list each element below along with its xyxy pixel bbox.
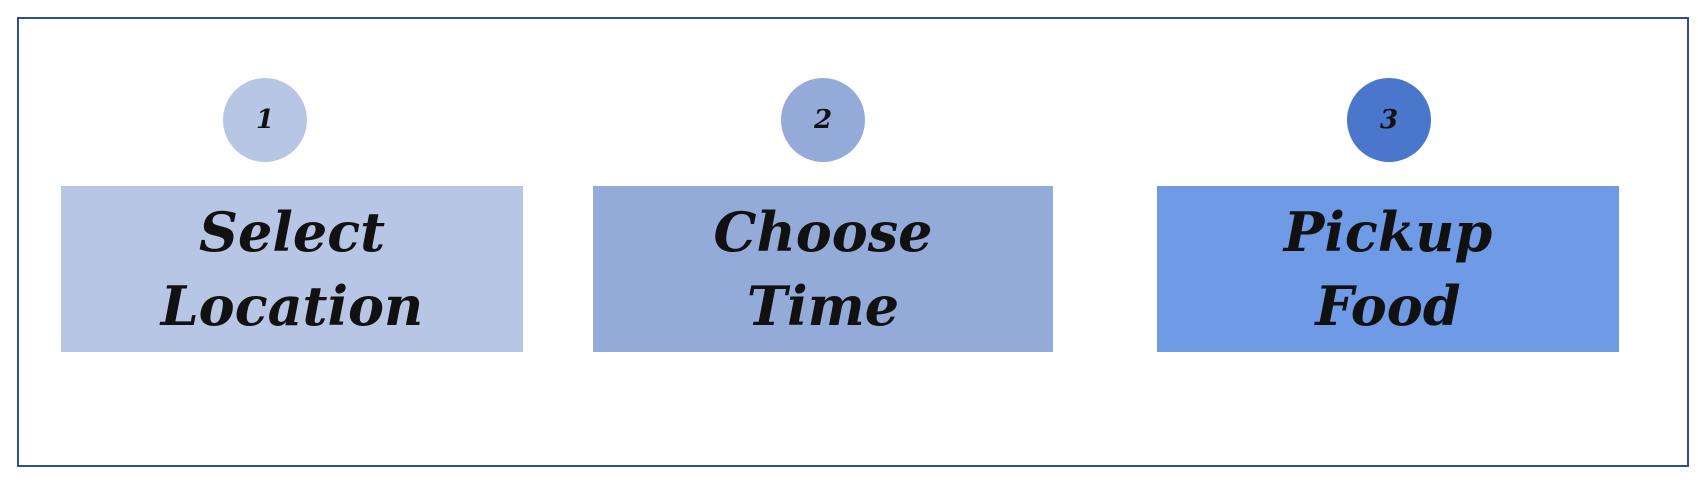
step-2-box: Choose Time	[593, 186, 1053, 352]
step-3-label-line-1: Pickup	[1283, 200, 1493, 264]
step-2-label-line-2: Time	[746, 274, 900, 338]
step-1-label-line-1: Select	[198, 200, 386, 264]
step-3-box: Pickup Food	[1157, 186, 1619, 352]
step-1-label-line-2: Location	[160, 274, 424, 338]
step-1-number-badge: 1	[223, 78, 307, 162]
step-1-box: Select Location	[61, 186, 523, 352]
step-2-number-badge: 2	[781, 78, 865, 162]
step-2-label-line-1: Choose	[713, 200, 933, 264]
step-3-label-line-2: Food	[1315, 274, 1461, 338]
step-3-number-badge: 3	[1347, 78, 1431, 162]
